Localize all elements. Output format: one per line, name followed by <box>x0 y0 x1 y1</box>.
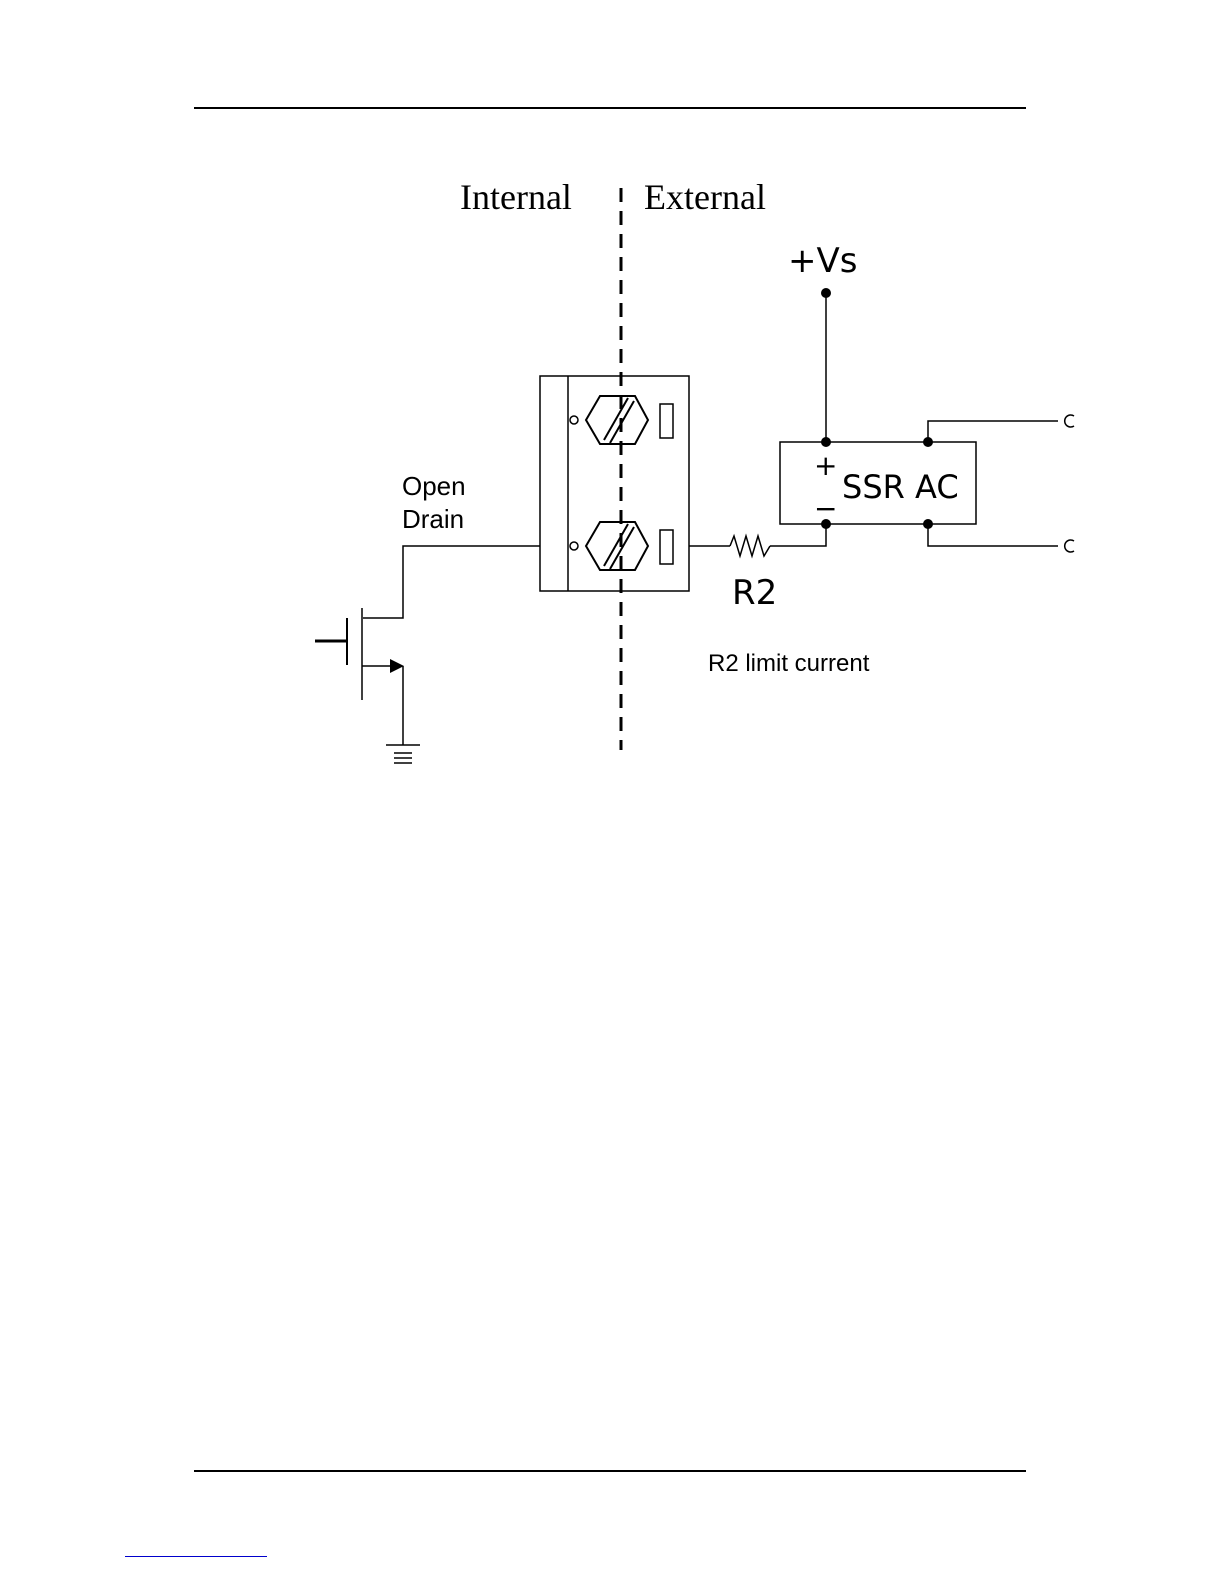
label-ssr: SSR AC <box>842 468 959 506</box>
ground-icon <box>386 745 420 763</box>
terminal-block <box>540 376 689 591</box>
mosfet-icon <box>315 608 404 745</box>
label-open: Open <box>402 471 466 501</box>
footer-rule <box>194 1470 1026 1472</box>
label-internal: Internal <box>460 177 572 217</box>
label-r2-note: R2 limit current <box>708 650 870 677</box>
label-vs: +Vs <box>788 241 857 281</box>
drain-wire <box>363 546 540 618</box>
ac-wire-top <box>928 421 1058 442</box>
label-minus: − <box>814 492 837 525</box>
r2-wire-right <box>770 524 826 546</box>
header-rule <box>194 107 1026 109</box>
footer-link-underline[interactable] <box>125 1556 267 1557</box>
label-plus: + <box>814 449 837 482</box>
resistor-icon <box>730 536 770 556</box>
wiring-diagram: Internal External +Vs Open Drain <box>290 170 1080 780</box>
ssr-node-plus <box>821 437 831 447</box>
ac-wire-bottom <box>928 524 1058 546</box>
ac-terminal-bottom <box>1065 540 1074 552</box>
label-r2: R2 <box>732 573 777 613</box>
label-external: External <box>644 177 766 217</box>
ac-terminal-top <box>1065 415 1074 427</box>
label-drain: Drain <box>402 504 464 534</box>
